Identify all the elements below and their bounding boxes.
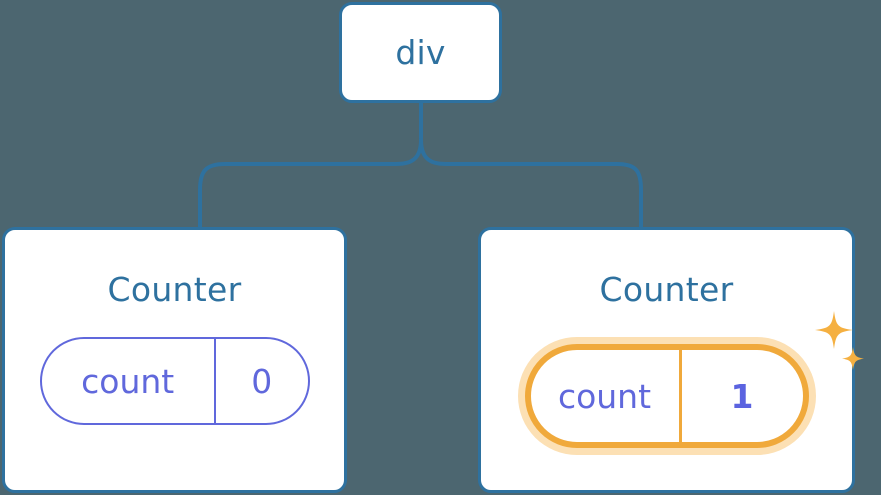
node-title: Counter (599, 270, 734, 309)
state-key-label: count (81, 361, 175, 401)
state-pill[interactable]: count 0 (39, 337, 310, 425)
node-title: Counter (107, 270, 242, 309)
connector-to-left-child (198, 138, 423, 230)
root-node-label: div (395, 33, 446, 72)
state-pill-value-cell: 1 (682, 350, 803, 442)
state-key-label: count (557, 376, 652, 416)
state-pill-wrapper-highlighted: count 1 (517, 311, 864, 455)
state-pill-key-cell: count (42, 339, 216, 423)
state-pill-wrapper: count 0 (39, 337, 310, 425)
node-counter-left[interactable]: Counter count 0 (2, 227, 347, 493)
connector-to-right-child (419, 138, 643, 230)
node-root-div[interactable]: div (339, 2, 502, 103)
state-pill-glow: count 1 (517, 337, 816, 455)
state-pill-key-cell: count (531, 350, 682, 442)
node-counter-right[interactable]: Counter count 1 (478, 227, 864, 493)
state-value-label: 1 (730, 376, 754, 416)
state-pill-highlighted[interactable]: count 1 (524, 344, 809, 448)
sparkle-large-icon (814, 311, 853, 349)
state-value-label: 0 (251, 361, 273, 401)
state-pill-value-cell: 0 (216, 339, 308, 423)
